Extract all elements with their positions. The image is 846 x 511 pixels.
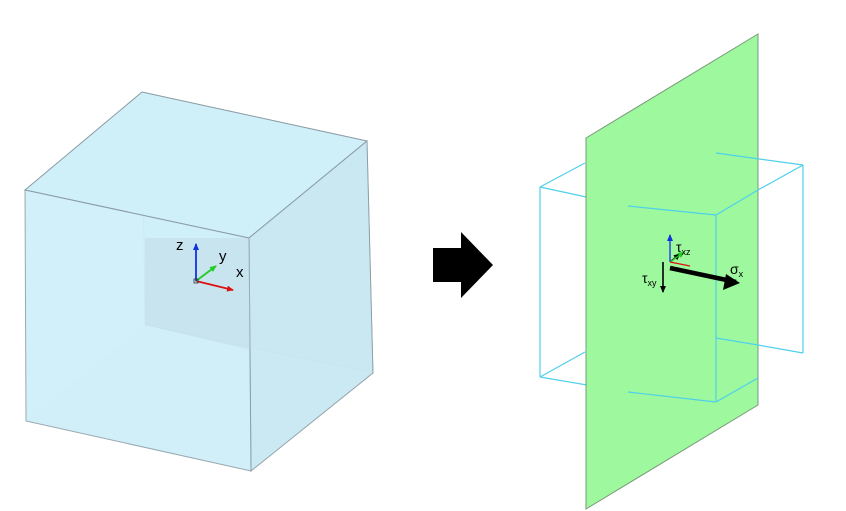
origin-marker bbox=[193, 278, 199, 284]
cube-front-face bbox=[24, 189, 252, 472]
tau-xz-symbol: τ bbox=[676, 239, 682, 255]
cube-inner-shade bbox=[145, 238, 251, 350]
cube bbox=[23, 91, 374, 473]
sigma-x-label: σx bbox=[730, 261, 744, 279]
local-axis-triad bbox=[667, 234, 691, 267]
tau-xz-subscript: xz bbox=[682, 247, 692, 257]
local-y-axis-arrow bbox=[669, 251, 685, 263]
sigma-x-arrowhead bbox=[723, 274, 740, 290]
section-plane bbox=[585, 33, 759, 510]
tau-xz-label: τxz bbox=[676, 239, 691, 257]
transition-arrow bbox=[433, 232, 493, 298]
y-axis-label: y bbox=[219, 248, 227, 265]
tau-xy-symbol: τ bbox=[642, 270, 648, 286]
z-axis-label: z bbox=[176, 237, 184, 254]
y-axis-arrow bbox=[195, 265, 217, 282]
tau-xy-label: τxy bbox=[642, 270, 657, 288]
x-axis-label: x bbox=[236, 264, 244, 281]
sigma-x-symbol: σ bbox=[730, 261, 739, 277]
x-axis-arrow bbox=[195, 280, 234, 292]
tau-xy-subscript: xy bbox=[648, 278, 658, 288]
local-x-axis-arrow bbox=[669, 261, 691, 267]
axis-triad: x y z bbox=[176, 237, 244, 292]
wireframe-front bbox=[627, 152, 804, 403]
sigma-x-subscript: x bbox=[739, 269, 744, 279]
